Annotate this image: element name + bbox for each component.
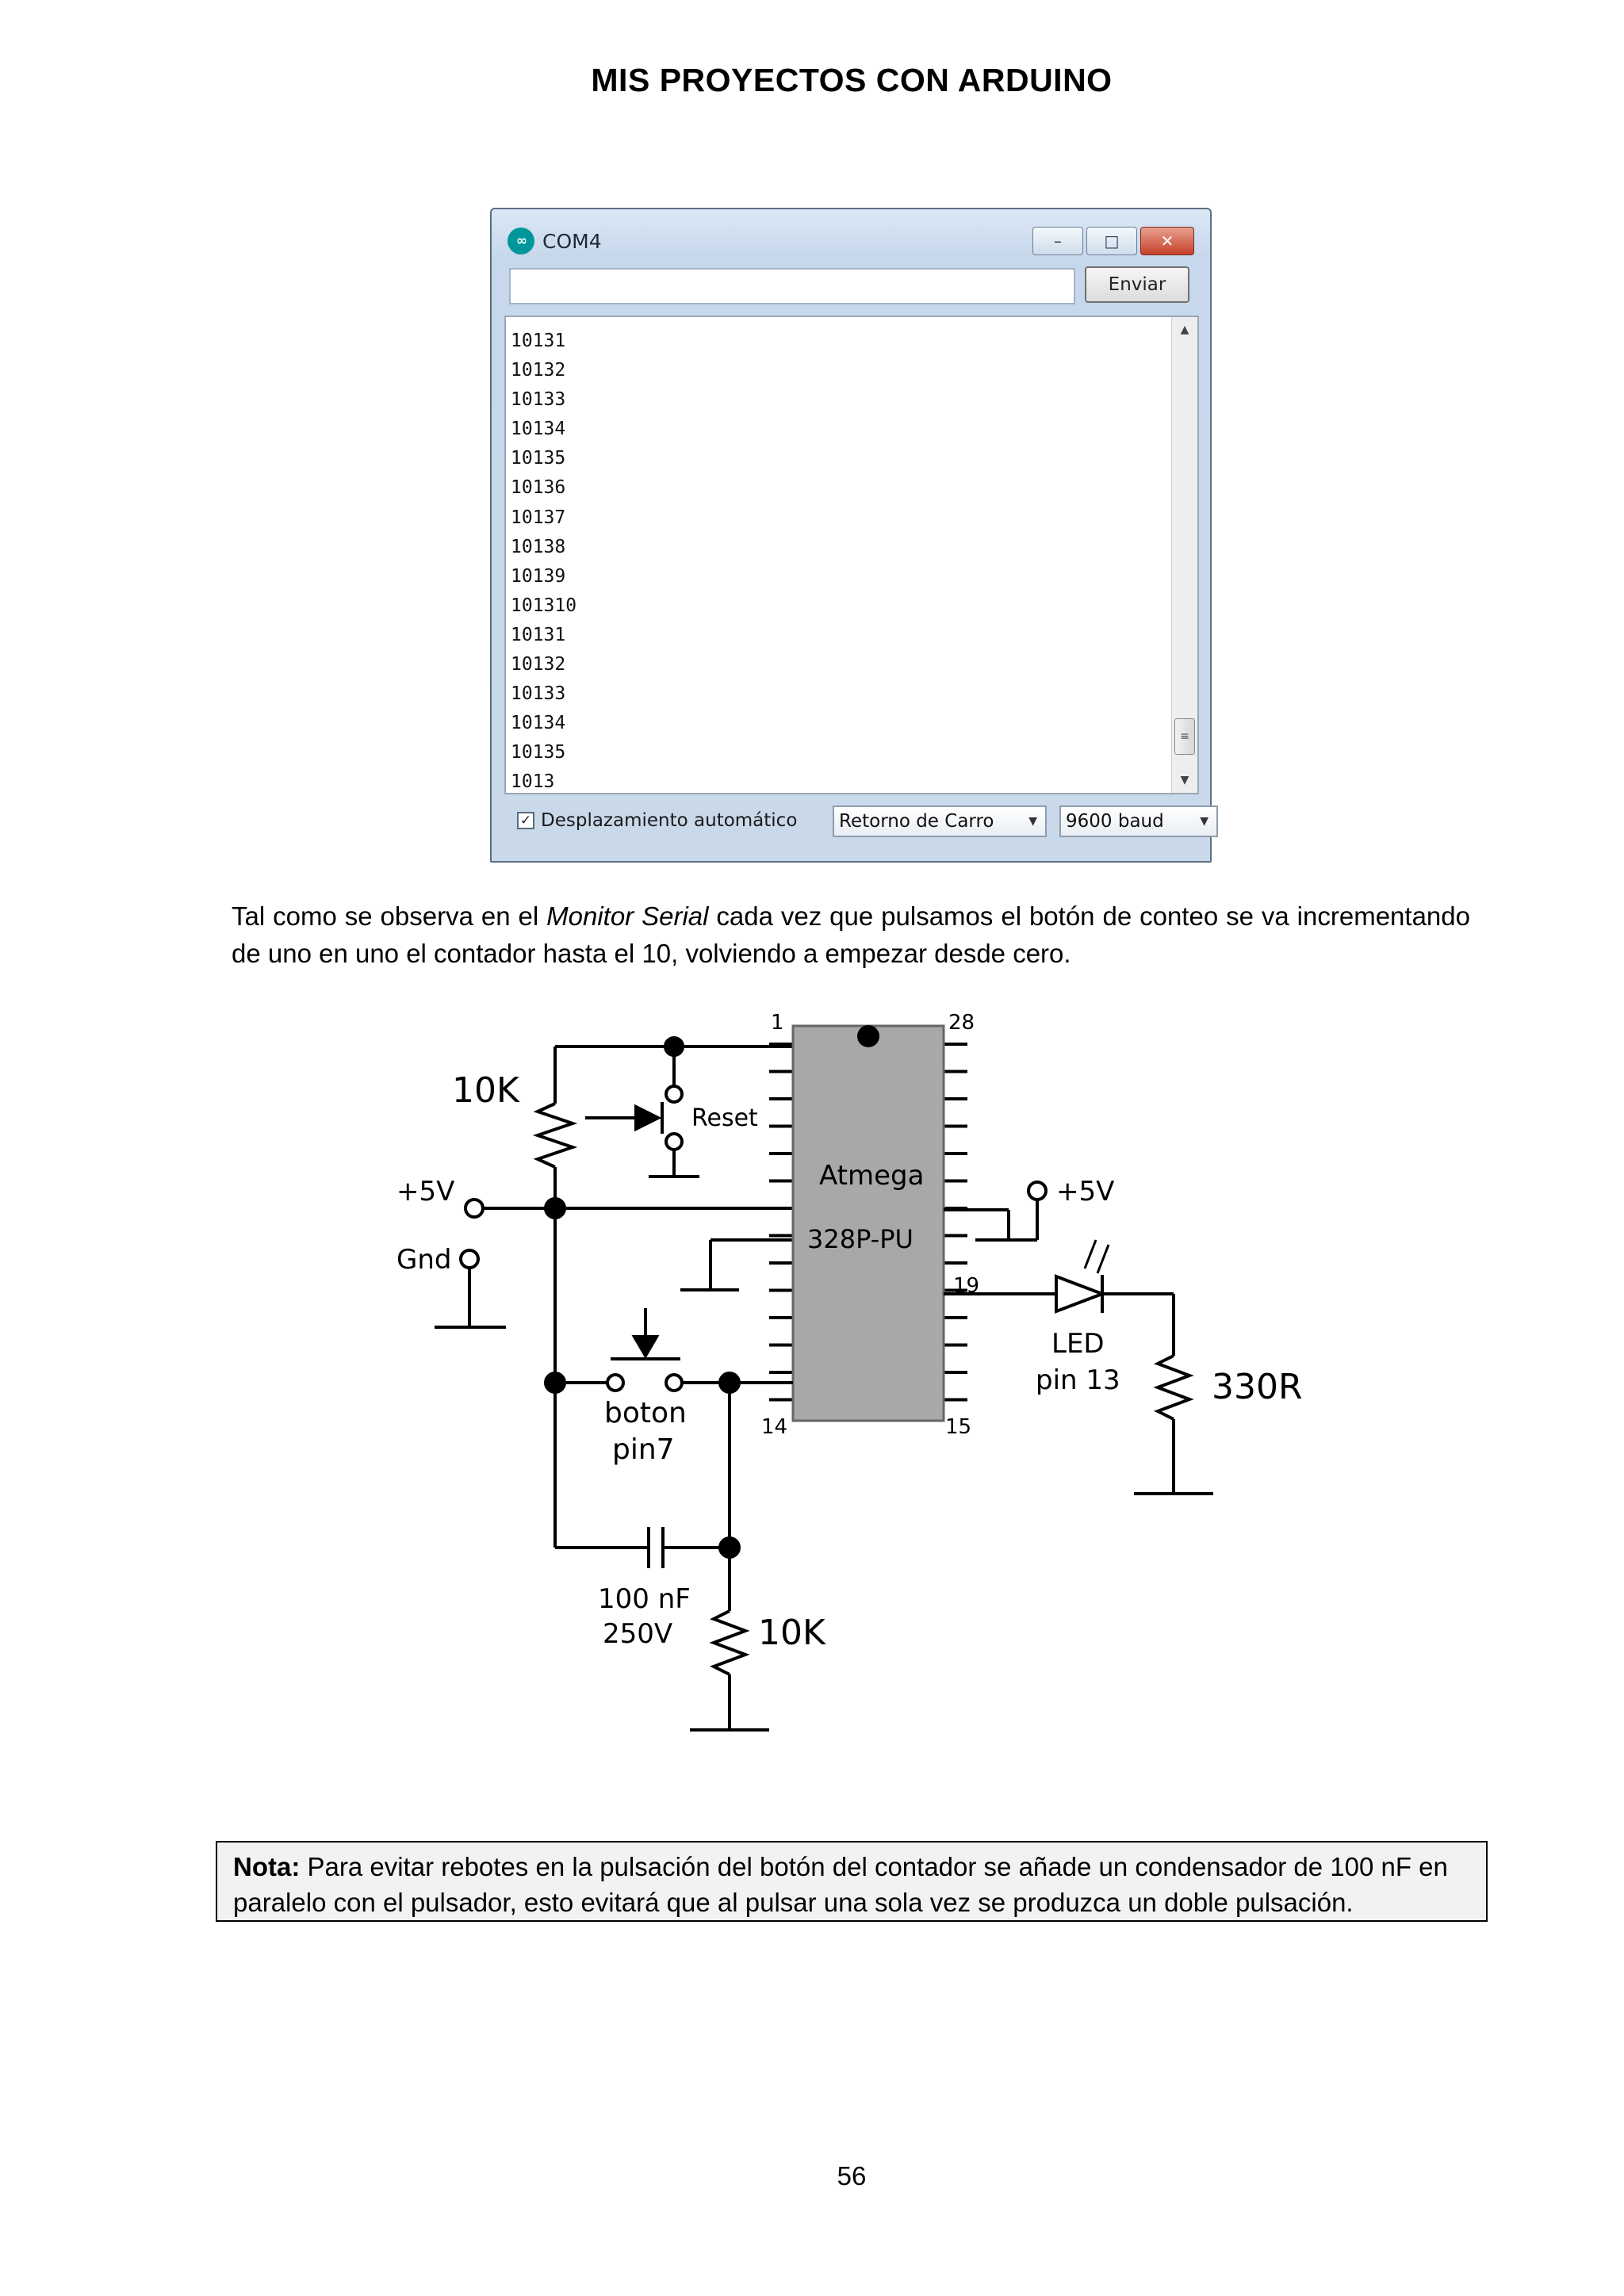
- autoscroll-checkbox[interactable]: ✓: [517, 812, 534, 829]
- chevron-down-icon: ▼: [1028, 815, 1037, 828]
- chip-name-2: 328P-PU: [807, 1224, 914, 1254]
- close-button[interactable]: ✕: [1140, 227, 1194, 255]
- output-line: 10135: [511, 448, 566, 469]
- send-input[interactable]: [509, 268, 1075, 304]
- serial-output[interactable]: 10131 10132 10133 10134 10135 10136 10137 10138…: [504, 316, 1199, 794]
- output-line: 101310: [511, 595, 577, 616]
- line-ending-select[interactable]: Retorno de Carro ▼: [833, 806, 1047, 837]
- scroll-up-icon[interactable]: ▲: [1180, 323, 1189, 336]
- page-number: 56: [837, 2161, 867, 2191]
- baud-rate-select[interactable]: 9600 baud ▼: [1059, 806, 1218, 837]
- cap-label-1: 100 nF: [598, 1583, 691, 1615]
- chip-name-1: Atmega: [819, 1160, 924, 1192]
- send-button[interactable]: Enviar: [1085, 266, 1189, 303]
- r-led-label: 330R: [1212, 1367, 1303, 1407]
- monitor-footer: ✓ Desplazamiento automático Retorno de C…: [504, 801, 1218, 847]
- reset-arrow-icon: [634, 1104, 662, 1132]
- chip-pins-right: [944, 1043, 967, 1402]
- switch-contact: [665, 1085, 684, 1104]
- output-line: 10136: [511, 477, 566, 499]
- pin28-label: 28: [948, 1011, 975, 1035]
- body-paragraph: Tal como se observa en el Monitor Serial…: [232, 897, 1470, 972]
- output-line: 10133: [511, 683, 566, 705]
- led-light-arrow-icon: [1083, 1239, 1097, 1269]
- note-box: Nota: Para evitar rebotes en la pulsació…: [216, 1841, 1488, 1922]
- serial-monitor-window: ∞ COM4 – □ ✕ Enviar 10131 10132 10133 10134…: [490, 208, 1218, 863]
- cap-label-2: 250V: [603, 1618, 672, 1650]
- circuit-schematic: Reset 10K +5V Gnd Atmega 328P-PU 1 28 14…: [396, 1011, 1303, 1732]
- scroll-thumb[interactable]: ≡: [1174, 718, 1195, 755]
- gnd-terminal: [459, 1249, 480, 1269]
- gnd-label: Gnd: [396, 1244, 451, 1276]
- baud-rate-value: 9600 baud: [1066, 811, 1164, 832]
- output-line: 10139: [511, 565, 566, 587]
- button-label-2: pin7: [612, 1433, 675, 1466]
- line-ending-value: Retorno de Carro: [839, 811, 994, 832]
- led-label-1: LED: [1051, 1328, 1105, 1360]
- output-line: 10134: [511, 419, 566, 440]
- minimize-button[interactable]: –: [1032, 227, 1083, 255]
- scroll-down-icon[interactable]: ▼: [1180, 774, 1189, 786]
- atmega-chip: [791, 1024, 945, 1422]
- output-line: 10133: [511, 389, 566, 411]
- output-line: 10135: [511, 742, 566, 763]
- junction-dot: [544, 1197, 566, 1219]
- autoscroll-label: Desplazamiento automático: [541, 810, 798, 831]
- paragraph-text-2: cada vez que pulsamos el botón de conteo…: [232, 901, 1470, 968]
- led-icon: [1055, 1274, 1107, 1314]
- pin1-label: 1: [771, 1011, 784, 1035]
- window-title: COM4: [542, 229, 602, 253]
- window-titlebar: ∞ COM4: [508, 225, 602, 257]
- junction-dot: [718, 1536, 741, 1559]
- vcc-right-terminal: [1027, 1181, 1048, 1201]
- output-line: 10131: [511, 624, 566, 645]
- autoscroll-toggle[interactable]: ✓ Desplazamiento automático: [517, 810, 797, 831]
- paragraph-text-1: Tal como se observa en el: [232, 901, 547, 931]
- output-line: 10137: [511, 507, 566, 528]
- led-label-2: pin 13: [1036, 1364, 1120, 1396]
- chip-notch: [857, 1025, 879, 1047]
- window-controls: – □ ✕: [1029, 227, 1194, 255]
- output-line: 1013: [511, 771, 555, 793]
- note-text: Para evitar rebotes en la pulsación del …: [233, 1852, 1448, 1917]
- switch-contact: [665, 1132, 684, 1151]
- note-label: Nota:: [233, 1852, 301, 1881]
- pin15-label: 15: [945, 1415, 971, 1439]
- button-contact: [665, 1373, 684, 1392]
- resistor-led: [1153, 1354, 1194, 1421]
- r-bottom-label: 10K: [758, 1613, 826, 1653]
- chevron-down-icon: ▼: [1200, 815, 1208, 828]
- led-light-arrow-icon: [1096, 1244, 1110, 1274]
- pin14-label: 14: [761, 1415, 787, 1439]
- output-line: 10138: [511, 536, 566, 557]
- output-line: 10132: [511, 654, 566, 675]
- button-arrow-icon: [631, 1335, 660, 1359]
- maximize-button[interactable]: □: [1086, 227, 1137, 255]
- vcc-terminal: [464, 1198, 485, 1219]
- page-header: MIS PROYECTOS CON ARDUINO: [591, 62, 1113, 98]
- scrollbar[interactable]: ▲ ≡ ▼: [1171, 317, 1197, 793]
- paragraph-italic: Monitor Serial: [546, 901, 709, 931]
- chip-pins-left: [769, 1043, 793, 1402]
- vcc-label: +5V: [396, 1176, 454, 1207]
- reset-label: Reset: [691, 1104, 758, 1132]
- arduino-icon: ∞: [508, 228, 534, 254]
- output-line: 10132: [511, 360, 566, 381]
- output-line: 10131: [511, 331, 566, 351]
- resistor-bottom: [709, 1609, 750, 1676]
- resistor-top: [532, 1102, 578, 1169]
- button-label-1: boton: [604, 1397, 687, 1429]
- vcc-right-label: +5V: [1056, 1176, 1114, 1207]
- output-lines: 10131 10132 10133 10134 10135 10136 10137 10138…: [511, 327, 577, 793]
- button-contact: [606, 1373, 625, 1392]
- output-line: 10134: [511, 713, 566, 734]
- r-top-label: 10K: [452, 1070, 520, 1111]
